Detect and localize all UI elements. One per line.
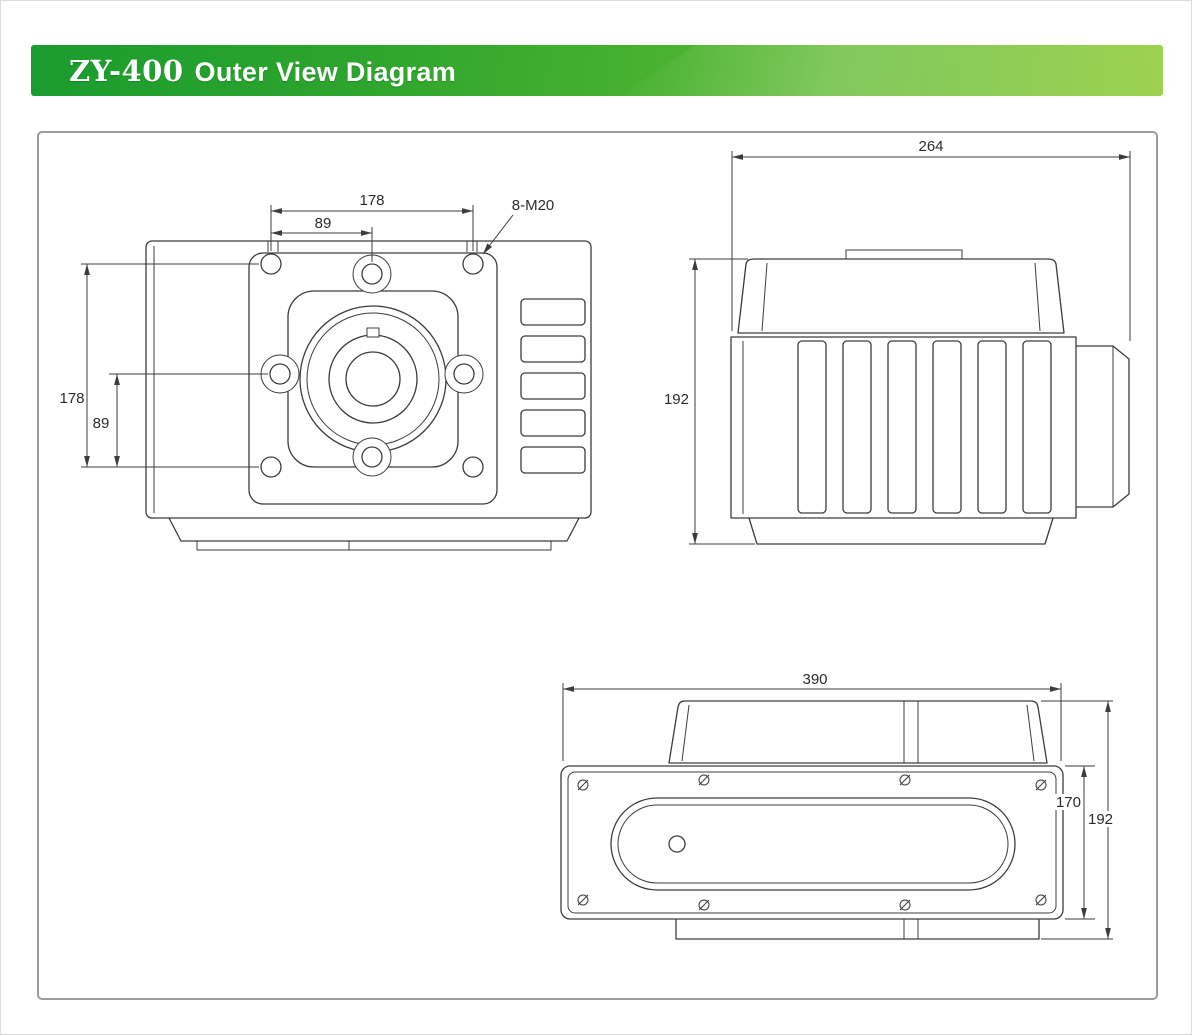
front-body [145, 240, 592, 519]
indicator-hole [668, 835, 686, 853]
header-banner: ZY-400 Outer View Diagram [31, 45, 1163, 96]
bottom-base [675, 919, 1040, 940]
holes-leader-line [482, 214, 514, 255]
front-view-dimensions: 178 89 8-M20 178 89 [59, 192, 555, 468]
page-title-model: ZY-400 [69, 53, 184, 88]
shaft-bore [345, 351, 401, 407]
front-base [168, 517, 580, 542]
mounting-holes [260, 253, 484, 478]
dim-side-height-label: 192 [664, 391, 689, 408]
dim-bottom-height-inner-label: 170 [1056, 794, 1081, 811]
dim-front-holes-label: 8-M20 [512, 197, 555, 214]
bottom-plate [560, 765, 1064, 920]
dim-side-width-label: 264 [918, 138, 943, 155]
cover-screws [577, 774, 1047, 911]
dim-front-width-half-label: 89 [315, 215, 332, 232]
dim-bottom-height-outer-label: 192 [1088, 811, 1113, 828]
mounting-plate [248, 252, 498, 505]
side-view-dimensions: 264 192 [664, 138, 1131, 545]
cooling-fins [520, 298, 586, 474]
side-view: 264 192 [664, 138, 1131, 545]
dim-bottom-width-label: 390 [802, 671, 827, 688]
dim-front-width-label: 178 [359, 192, 384, 209]
page-title: ZY-400 Outer View Diagram [69, 54, 456, 88]
bottom-view: 390 170 192 [560, 671, 1113, 940]
lid-tab [845, 249, 963, 260]
keyway-notch [366, 327, 380, 338]
page-title-text: Outer View Diagram [194, 56, 457, 87]
front-view: 178 89 8-M20 178 89 [59, 192, 592, 551]
dim-front-height-label: 178 [59, 390, 84, 407]
bottom-cover [610, 797, 1016, 891]
side-ribs [797, 340, 1052, 514]
side-lid [737, 258, 1065, 334]
bottom-upper-body [668, 700, 1048, 764]
output-shaft-housing [1076, 345, 1130, 508]
dim-front-height-half-label: 89 [93, 415, 110, 432]
bottom-view-dimensions: 390 170 192 [562, 671, 1113, 940]
side-base [748, 517, 1054, 545]
side-body [730, 336, 1077, 519]
